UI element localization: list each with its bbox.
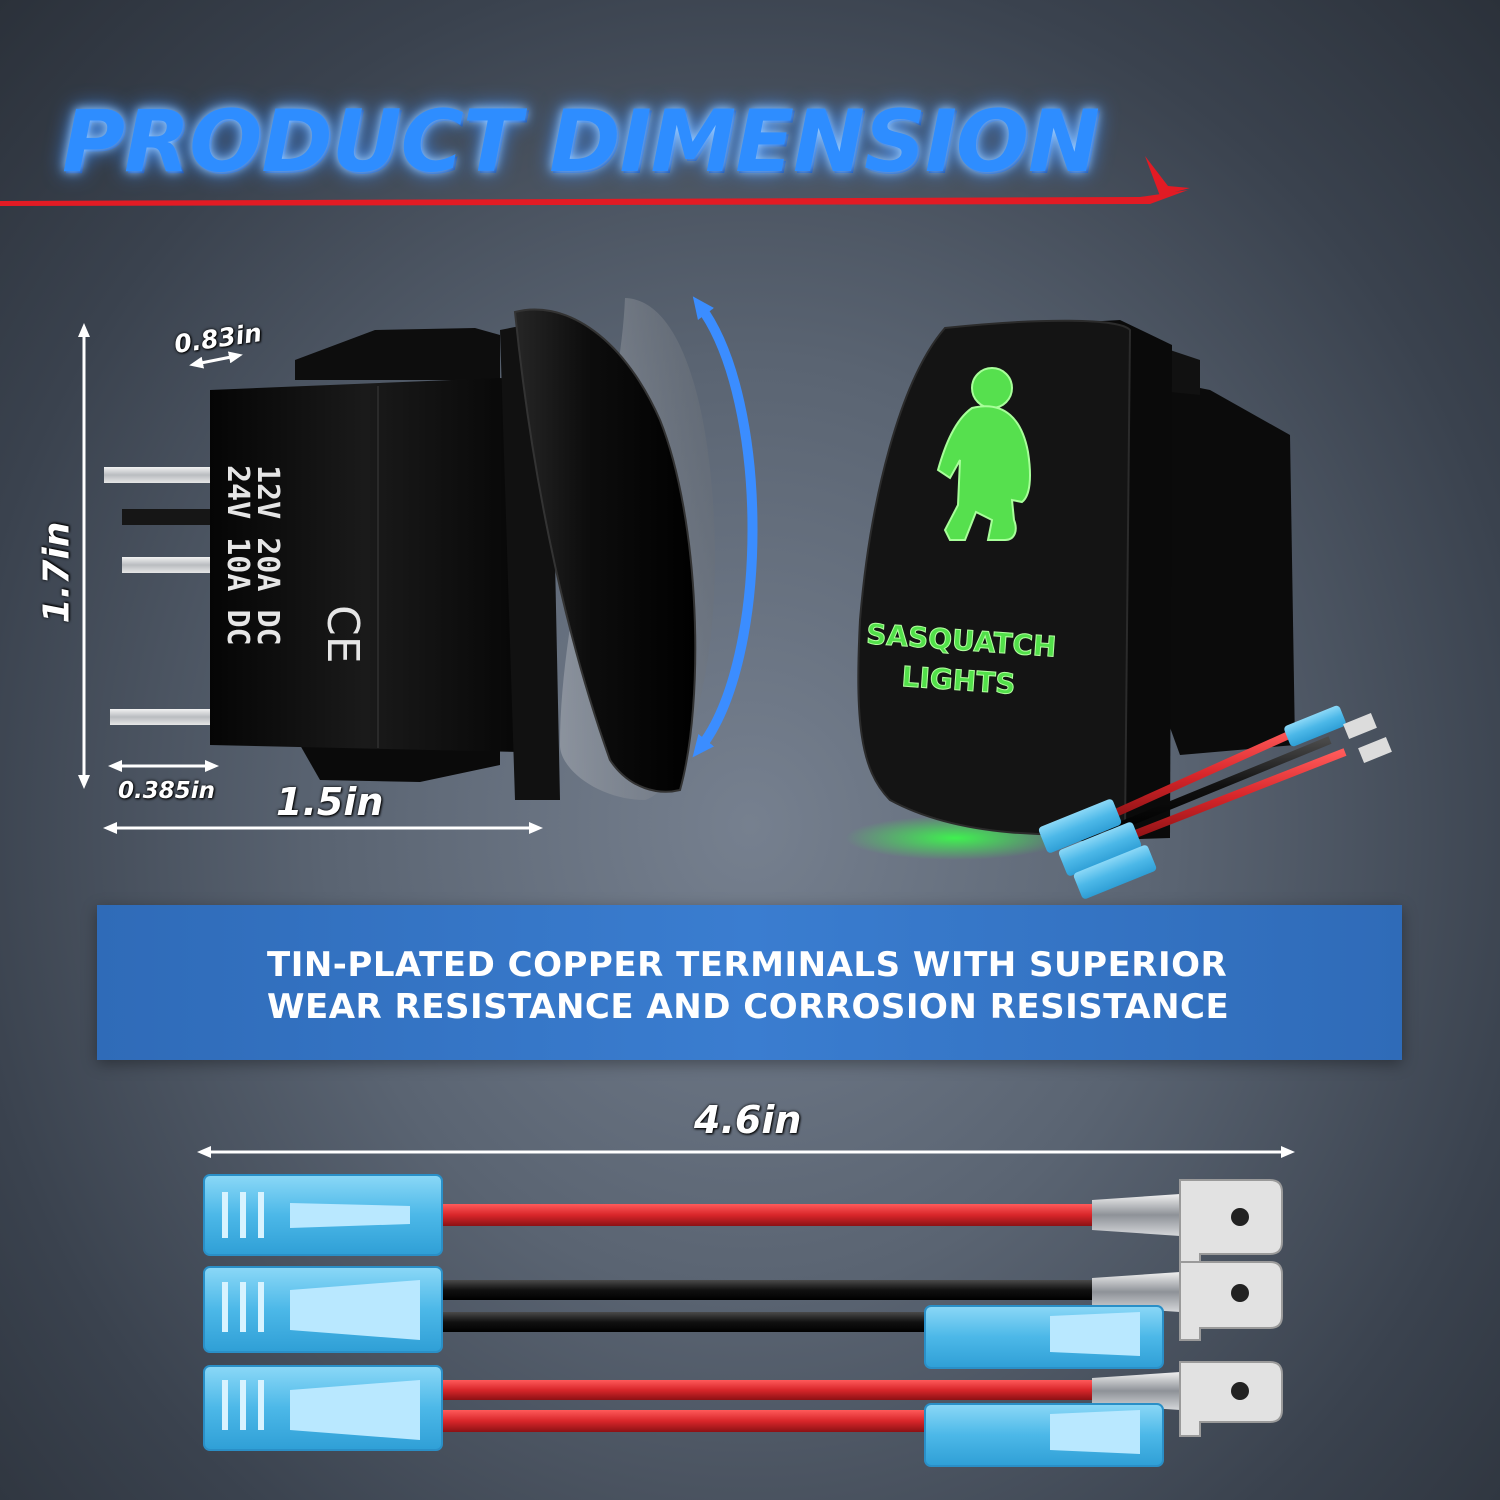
switch-pin <box>110 709 214 725</box>
harness-wire-1 <box>203 1174 1283 1271</box>
switch-front-view <box>845 319 1295 860</box>
switch-face <box>857 319 1132 836</box>
harness-wire-2 <box>203 1261 1283 1369</box>
switch-side-view <box>104 298 715 800</box>
ce-mark: CE <box>317 605 368 664</box>
switch-pin <box>104 467 212 483</box>
switch-side-label: 12V 20A DC 24V 10A DC CE <box>220 465 368 664</box>
depth-label: 1.5in <box>276 780 384 824</box>
height-label: 1.7in <box>36 521 78 624</box>
switch-pigtail <box>1038 705 1392 899</box>
page-title: PRODUCT DIMENSION <box>62 92 1100 192</box>
feature-banner: TIN-PLATED COPPER TERMINALS WITH SUPERIO… <box>97 905 1402 1060</box>
title-underline <box>0 190 1188 206</box>
harness-wire-3 <box>203 1361 1283 1467</box>
face-label-line-2: LIGHTS <box>901 660 1017 701</box>
wire-harness <box>203 1174 1283 1467</box>
title-underline-hook <box>1145 156 1190 196</box>
rotation-arrow <box>692 296 758 758</box>
rating-line-2: 24V 10A DC <box>220 465 255 646</box>
switch-pin <box>122 557 214 573</box>
rating-line-1: 12V 20A DC <box>250 465 285 646</box>
base-offset-label: 0.385in <box>118 778 216 804</box>
switch-pin <box>122 509 214 525</box>
harness-length-label: 4.6in <box>694 1098 802 1142</box>
top-width-dimension-line <box>189 351 243 369</box>
banner-line-2: WEAR RESISTANCE AND CORROSION RESISTANCE <box>267 987 1230 1027</box>
sasquatch-icon <box>936 367 1031 541</box>
banner-line-1: TIN-PLATED COPPER TERMINALS WITH SUPERIO… <box>267 945 1228 985</box>
rocker-cap <box>513 308 697 793</box>
